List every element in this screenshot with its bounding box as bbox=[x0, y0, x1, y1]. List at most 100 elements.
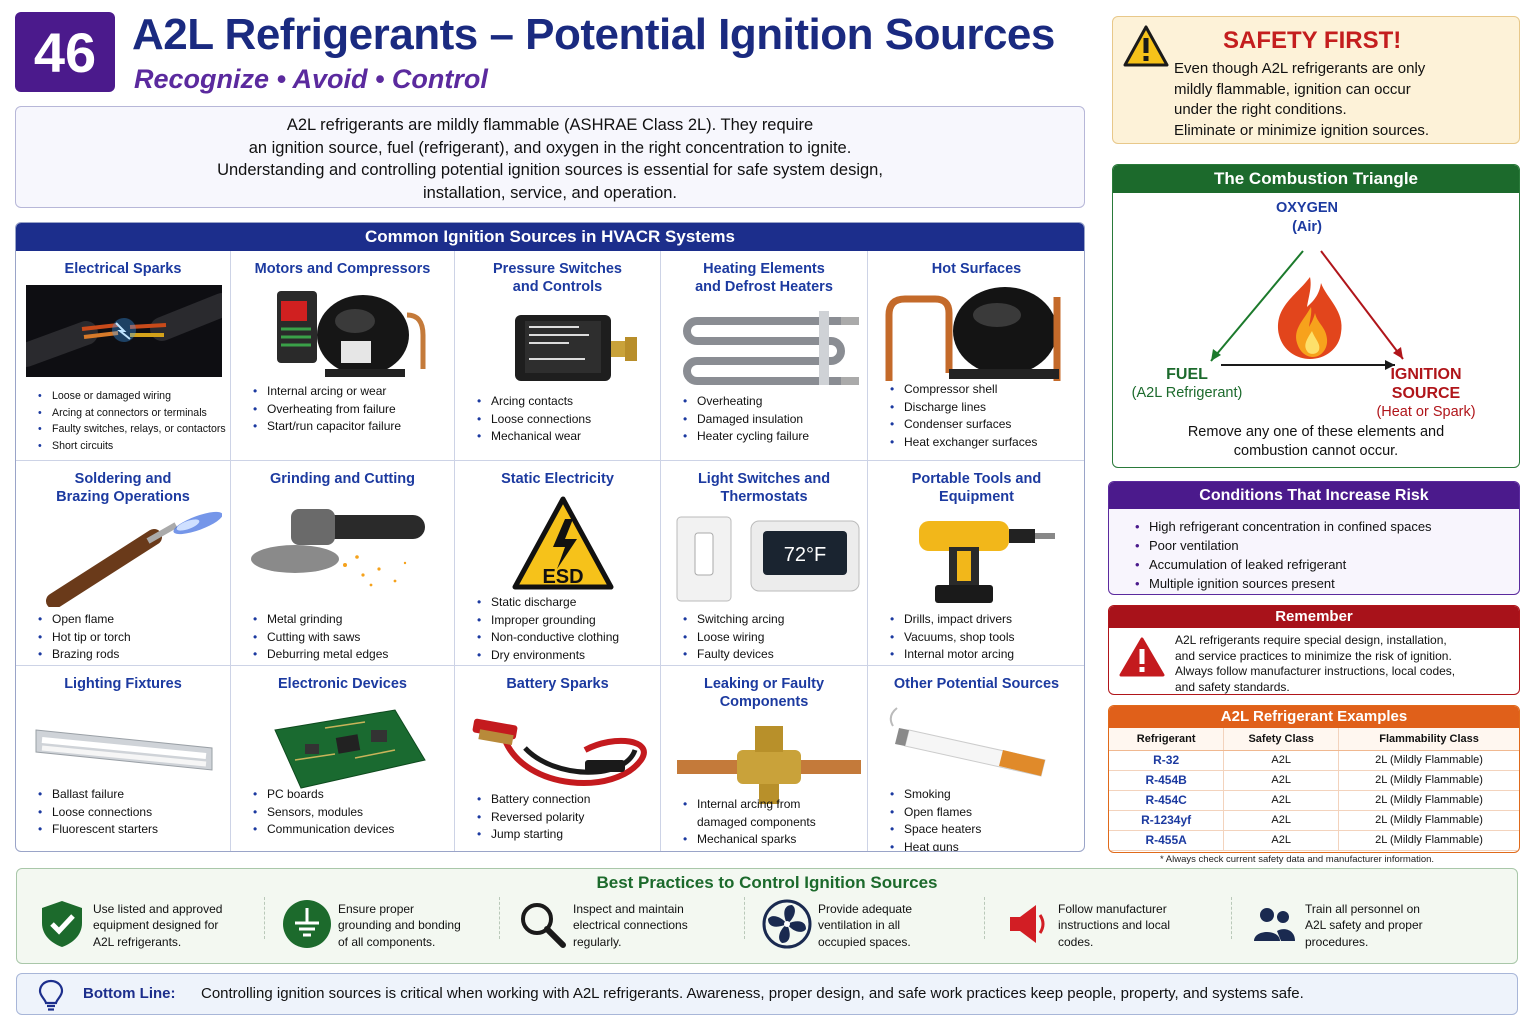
risk-item: Accumulation of leaked refrigerant bbox=[1135, 555, 1519, 574]
safety-first-box: SAFETY FIRST! Even though A2L refrigeran… bbox=[1112, 16, 1520, 144]
safety-title: SAFETY FIRST! bbox=[1223, 27, 1402, 54]
best-practice-line: Use listed and approved bbox=[93, 902, 223, 916]
best-practice-line: regularly. bbox=[573, 934, 622, 949]
card-title: Motors and Compressors bbox=[254, 261, 431, 277]
safety-line: Even though A2L refrigerants are only bbox=[1174, 60, 1426, 77]
grid-header: Common Ignition Sources in HVACR Systems bbox=[16, 223, 1084, 251]
angle-grinder-icon bbox=[241, 495, 444, 615]
card-bullet: Mechanical sparks bbox=[683, 831, 861, 849]
safety-class-cell: A2L bbox=[1223, 770, 1339, 791]
ignition-source-card: Lighting Fixtures Ballast failureLoose c… bbox=[16, 666, 231, 851]
torch-icon bbox=[26, 511, 223, 631]
ignition-title-2: SOURCE bbox=[1391, 385, 1461, 402]
card-bullet-list: Internal arcing or wearOverheating from … bbox=[253, 383, 448, 436]
grid-cells: Electrical Sparks Loose or damaged wirin… bbox=[16, 251, 1084, 852]
people-icon bbox=[1249, 899, 1299, 949]
refrigerant-cell: R-32 bbox=[1109, 750, 1224, 771]
intro-box: A2L refrigerants are mildly flammable (A… bbox=[15, 106, 1085, 208]
card-bullet: Heat guns bbox=[890, 839, 1079, 852]
best-practice-line: Train all personnel on bbox=[1305, 902, 1420, 916]
heating-element-icon bbox=[671, 301, 859, 421]
best-practice-line: equipment designed for bbox=[93, 918, 219, 933]
best-practice-line: Provide adequate bbox=[818, 902, 913, 916]
ignition-source-card: Hot Surfaces Compressor shellDischarge l… bbox=[868, 251, 1084, 461]
fuel-sub: (A2L Refrigerant) bbox=[1131, 385, 1243, 401]
esd-warning-icon: ESD bbox=[465, 495, 650, 615]
best-practice-item: Use listed and approved equipment designe… bbox=[37, 899, 267, 959]
card-title: Electrical Sparks bbox=[64, 261, 182, 277]
combustion-triangle-panel: The Combustion Triangle OXYGEN (Air) FUE… bbox=[1112, 164, 1520, 468]
ignition-source-card: Other Potential Sources SmokingOpen flam… bbox=[868, 666, 1084, 852]
thermostat-display: 72°F bbox=[784, 544, 826, 566]
card-bullet: Brazing rods bbox=[38, 646, 224, 664]
ignition-source-card: Electrical Sparks Loose or damaged wirin… bbox=[16, 251, 234, 461]
card-bullet: damaged components bbox=[697, 814, 816, 829]
best-practice-line: grounding and bonding bbox=[338, 918, 461, 933]
refrigerant-cell: R-1234yf bbox=[1109, 810, 1224, 831]
jumper-cables-icon bbox=[465, 700, 650, 820]
card-bullet: Metal grinding bbox=[253, 611, 448, 629]
best-practice-line: procedures. bbox=[1305, 934, 1369, 949]
ignition-source-card: Pressure Switches and Controls Arcing co… bbox=[455, 251, 661, 461]
remember-header: Remember bbox=[1109, 606, 1519, 628]
card-title: Portable Tools and Equipment bbox=[911, 471, 1042, 505]
card-bullet: Damaged insulation bbox=[683, 411, 861, 429]
circuit-board-icon bbox=[241, 700, 444, 820]
safety-class-cell: A2L bbox=[1223, 790, 1339, 811]
ground-icon bbox=[282, 899, 332, 949]
ignition-source-card: Soldering and Brazing Operations Open fl… bbox=[16, 461, 231, 666]
refrigerant-cell: R-455A bbox=[1109, 830, 1224, 851]
card-bullet: Arcing contacts bbox=[477, 393, 654, 411]
safety-class-cell: A2L bbox=[1223, 750, 1339, 771]
remember-line: A2L refrigerants require special design,… bbox=[1175, 633, 1447, 647]
card-bullet: Loose connections bbox=[38, 804, 224, 822]
intro-line: A2L refrigerants are mildly flammable (A… bbox=[286, 116, 814, 134]
risk-conditions-panel: Conditions That Increase Risk High refri… bbox=[1108, 481, 1520, 595]
shield-check-icon bbox=[37, 899, 87, 949]
refrigerant-table: Refrigerant Safety Class Flammability Cl… bbox=[1109, 728, 1519, 851]
drill-icon bbox=[878, 511, 1075, 631]
ignition-source-card: Heating Elements and Defrost Heaters Ove… bbox=[661, 251, 868, 461]
safety-line: mildly flammable, ignition can occur bbox=[1174, 80, 1411, 98]
esd-label: ESD bbox=[542, 566, 583, 588]
intro-line: installation, service, and operation. bbox=[422, 183, 678, 202]
card-bullet: Dry environments bbox=[477, 647, 654, 665]
card-bullet: Reversed polarity bbox=[477, 809, 654, 827]
card-title: Light Switches and Thermostats bbox=[697, 471, 831, 505]
card-bullet: Ballast failure bbox=[38, 786, 224, 804]
card-title: Heating Elements and Defrost Heaters bbox=[695, 261, 833, 295]
best-practice-line: codes. bbox=[1058, 934, 1094, 949]
flame-icon bbox=[1278, 277, 1342, 359]
card-bullet: Loose connections bbox=[477, 411, 654, 429]
card-bullet-list: Static dischargeImproper groundingNon-co… bbox=[477, 594, 654, 664]
ignition-sub: (Heat or Spark) bbox=[1376, 404, 1476, 420]
best-practice-line: A2L refrigerants. bbox=[93, 934, 182, 949]
divider bbox=[499, 897, 500, 939]
card-bullet-list: SmokingOpen flamesSpace heatersHeat guns bbox=[890, 786, 1079, 852]
hot-compressor-icon bbox=[878, 285, 1075, 405]
card-bullet: Smoking bbox=[890, 786, 1079, 804]
best-practice-line: electrical connections bbox=[573, 918, 688, 933]
remember-text: A2L refrigerants require special design,… bbox=[1175, 633, 1515, 694]
best-practice-line: Follow manufacturer bbox=[1058, 902, 1167, 916]
card-title: Electronic Devices bbox=[278, 676, 407, 692]
card-title: Soldering and Brazing Operations bbox=[56, 471, 190, 505]
card-bullet: Internal arcing from bbox=[683, 796, 861, 814]
table-header-row: Refrigerant Safety Class Flammability Cl… bbox=[1109, 728, 1519, 751]
card-bullet: Improper grounding bbox=[477, 612, 654, 630]
triangle-caption-line: Remove any one of these elements and bbox=[1187, 424, 1445, 440]
remember-panel: Remember A2L refrigerants require specia… bbox=[1108, 605, 1520, 695]
ignition-source-card: Electronic Devices PC boardsSensors, mod… bbox=[231, 666, 455, 851]
ignition-source-card: Grinding and Cutting Metal grindingCutti… bbox=[231, 461, 455, 666]
card-title: Lighting Fixtures bbox=[64, 676, 182, 692]
refrigerant-cell: R-454B bbox=[1109, 770, 1224, 791]
